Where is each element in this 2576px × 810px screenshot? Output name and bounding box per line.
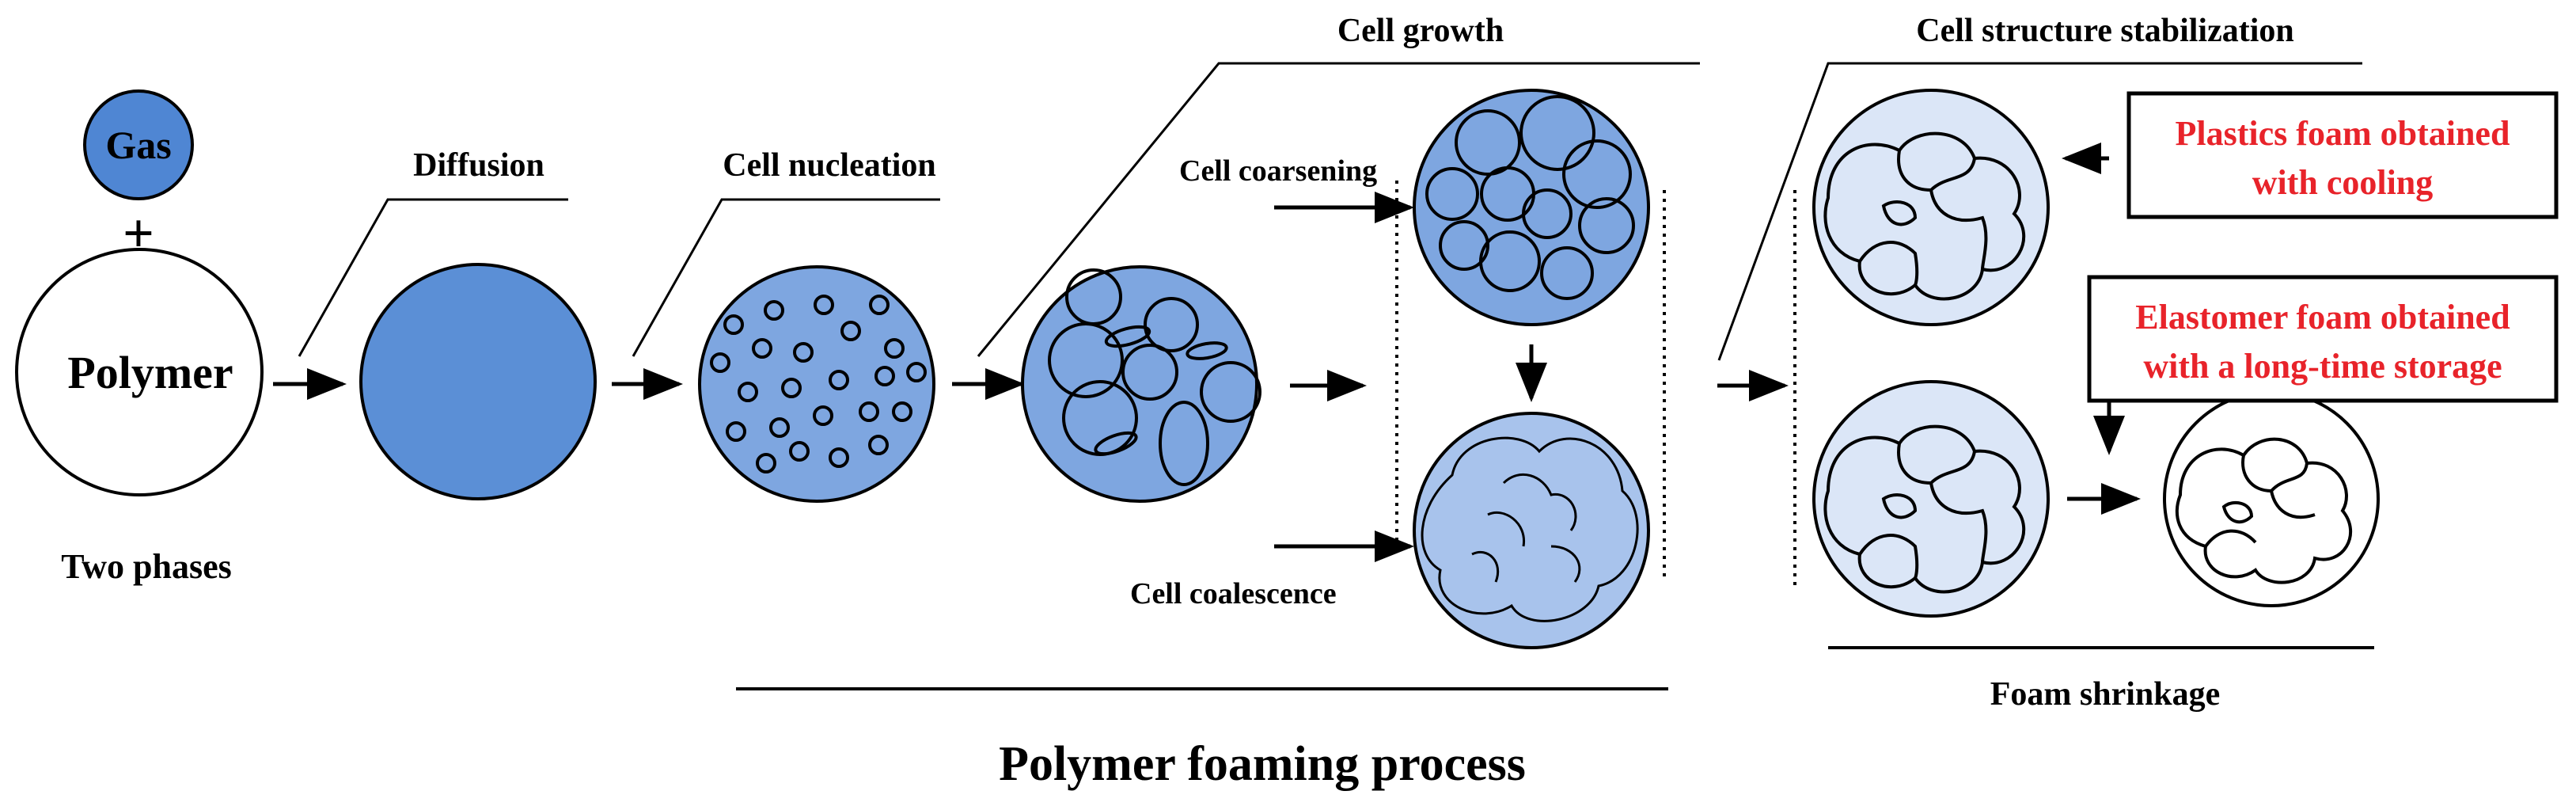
- cell-growth-label: Cell growth: [1337, 13, 1504, 49]
- plastics-box-line2: with cooling: [2252, 163, 2434, 202]
- stabilization-leader: [1717, 62, 2362, 361]
- gas-bubble: Gas: [83, 89, 194, 200]
- elastomer-box-line2: with a long-time storage: [2143, 347, 2502, 386]
- cell-coarsening-label: Cell coarsening: [1179, 154, 1377, 188]
- two-phases-label: Two phases: [61, 547, 232, 586]
- foam-shrinkage-label: Foam shrinkage: [1990, 676, 2221, 713]
- nucleation-leader: [632, 198, 940, 357]
- cell-structure-stabilization-label: Cell structure stabilization: [1916, 13, 2294, 49]
- cell-nucleation-label: Cell nucleation: [723, 147, 936, 184]
- stabilized-foam-top: [1812, 89, 2050, 326]
- gas-label: Gas: [105, 123, 171, 167]
- cell-coalescence-label: Cell coalescence: [1130, 577, 1337, 610]
- diffusion-label: Diffusion: [413, 147, 544, 184]
- plastics-box-line1: Plastics foam obtained: [2176, 114, 2510, 153]
- plastics-foam-box: Plastics foam obtained with cooling: [2126, 91, 2559, 219]
- diffusion-circle: [359, 263, 597, 500]
- coarsened-foam-circle: [1413, 89, 1650, 326]
- diffusion-leader: [298, 198, 568, 357]
- nucleation-circle: [698, 265, 935, 503]
- polymer-label: Polymer: [67, 347, 233, 398]
- growth-circle: [1021, 265, 1261, 503]
- elastomer-box-line1: Elastomer foam obtained: [2135, 298, 2510, 337]
- process-title: Polymer foaming process: [999, 737, 1526, 791]
- stabilized-foam-bottom: [1812, 380, 2050, 618]
- elastomer-foam-box: Elastomer foam obtained with a long-time…: [2087, 275, 2559, 403]
- polymer-circle: Polymer: [15, 248, 264, 496]
- growth-leader: [977, 62, 1700, 357]
- coalesced-foam-circle: [1413, 412, 1650, 649]
- shrunk-foam-circle: [2163, 390, 2380, 607]
